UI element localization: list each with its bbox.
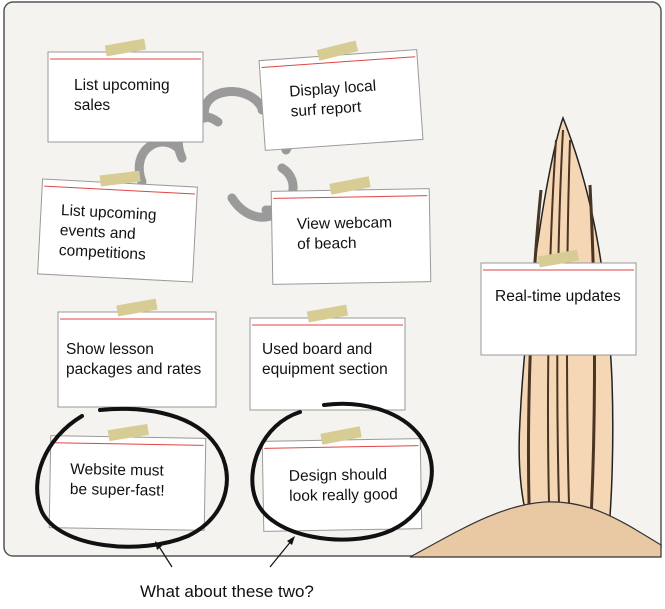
surfboard-stripe — [526, 189, 543, 539]
hand-drawn-circle — [250, 401, 434, 542]
note-text: View webcam — [297, 214, 393, 233]
note-text: Real-time updates — [495, 288, 621, 305]
note-text: Show lesson — [66, 341, 154, 358]
note-red-line — [273, 195, 428, 199]
note-text: List upcoming — [61, 202, 157, 224]
arrow-head-icon — [287, 536, 295, 545]
note-card — [480, 262, 637, 356]
tape-strip — [104, 38, 147, 57]
note-text: packages and rates — [66, 361, 202, 378]
sand-mound — [409, 501, 662, 558]
sticky-note: Used board and equipment section — [249, 304, 406, 411]
note-text: look really good — [289, 486, 398, 505]
tape-strip — [99, 170, 141, 187]
tape-strip — [116, 298, 158, 317]
caption: What about these two? — [140, 582, 314, 601]
note-text: List upcoming — [74, 77, 170, 94]
note-text: equipment section — [262, 361, 388, 378]
note-text: Design should — [289, 466, 388, 485]
note-text: be super-fast! — [70, 481, 165, 500]
arrow-line — [157, 544, 173, 568]
sticky-note: View webcam of beach — [270, 176, 432, 285]
note-text: Website must — [70, 461, 165, 480]
tape-strip — [316, 40, 359, 61]
note-text: of beach — [297, 235, 357, 253]
tape-strip — [107, 423, 149, 442]
sticky-note: List upcoming sales — [47, 38, 204, 143]
tape-strip — [329, 176, 371, 195]
note-card — [261, 438, 423, 532]
note-red-line — [261, 56, 416, 68]
sticky-note: Show lesson packages and rates — [57, 298, 217, 408]
tape-strip — [306, 304, 349, 323]
note-red-line — [52, 442, 204, 446]
note-red-line — [264, 445, 419, 449]
note-card — [249, 317, 406, 411]
note-card — [47, 51, 204, 143]
tape-strip — [320, 426, 362, 445]
note-text: Used board and — [262, 341, 372, 358]
sticky-note: Real-time updates — [480, 249, 637, 356]
note-text: events and — [59, 222, 136, 243]
note-text: sales — [74, 97, 110, 114]
arrow-line — [269, 539, 293, 568]
note-red-line — [44, 185, 196, 195]
arrow-head-icon — [155, 541, 162, 550]
hand-drawn-circle — [35, 406, 229, 549]
note-text: Display local — [289, 78, 377, 101]
note-card — [57, 311, 217, 408]
surfboard-stripe — [588, 184, 596, 539]
note-text: surf report — [290, 99, 362, 121]
note-text: competitions — [58, 242, 146, 264]
tape-strip — [537, 249, 580, 268]
